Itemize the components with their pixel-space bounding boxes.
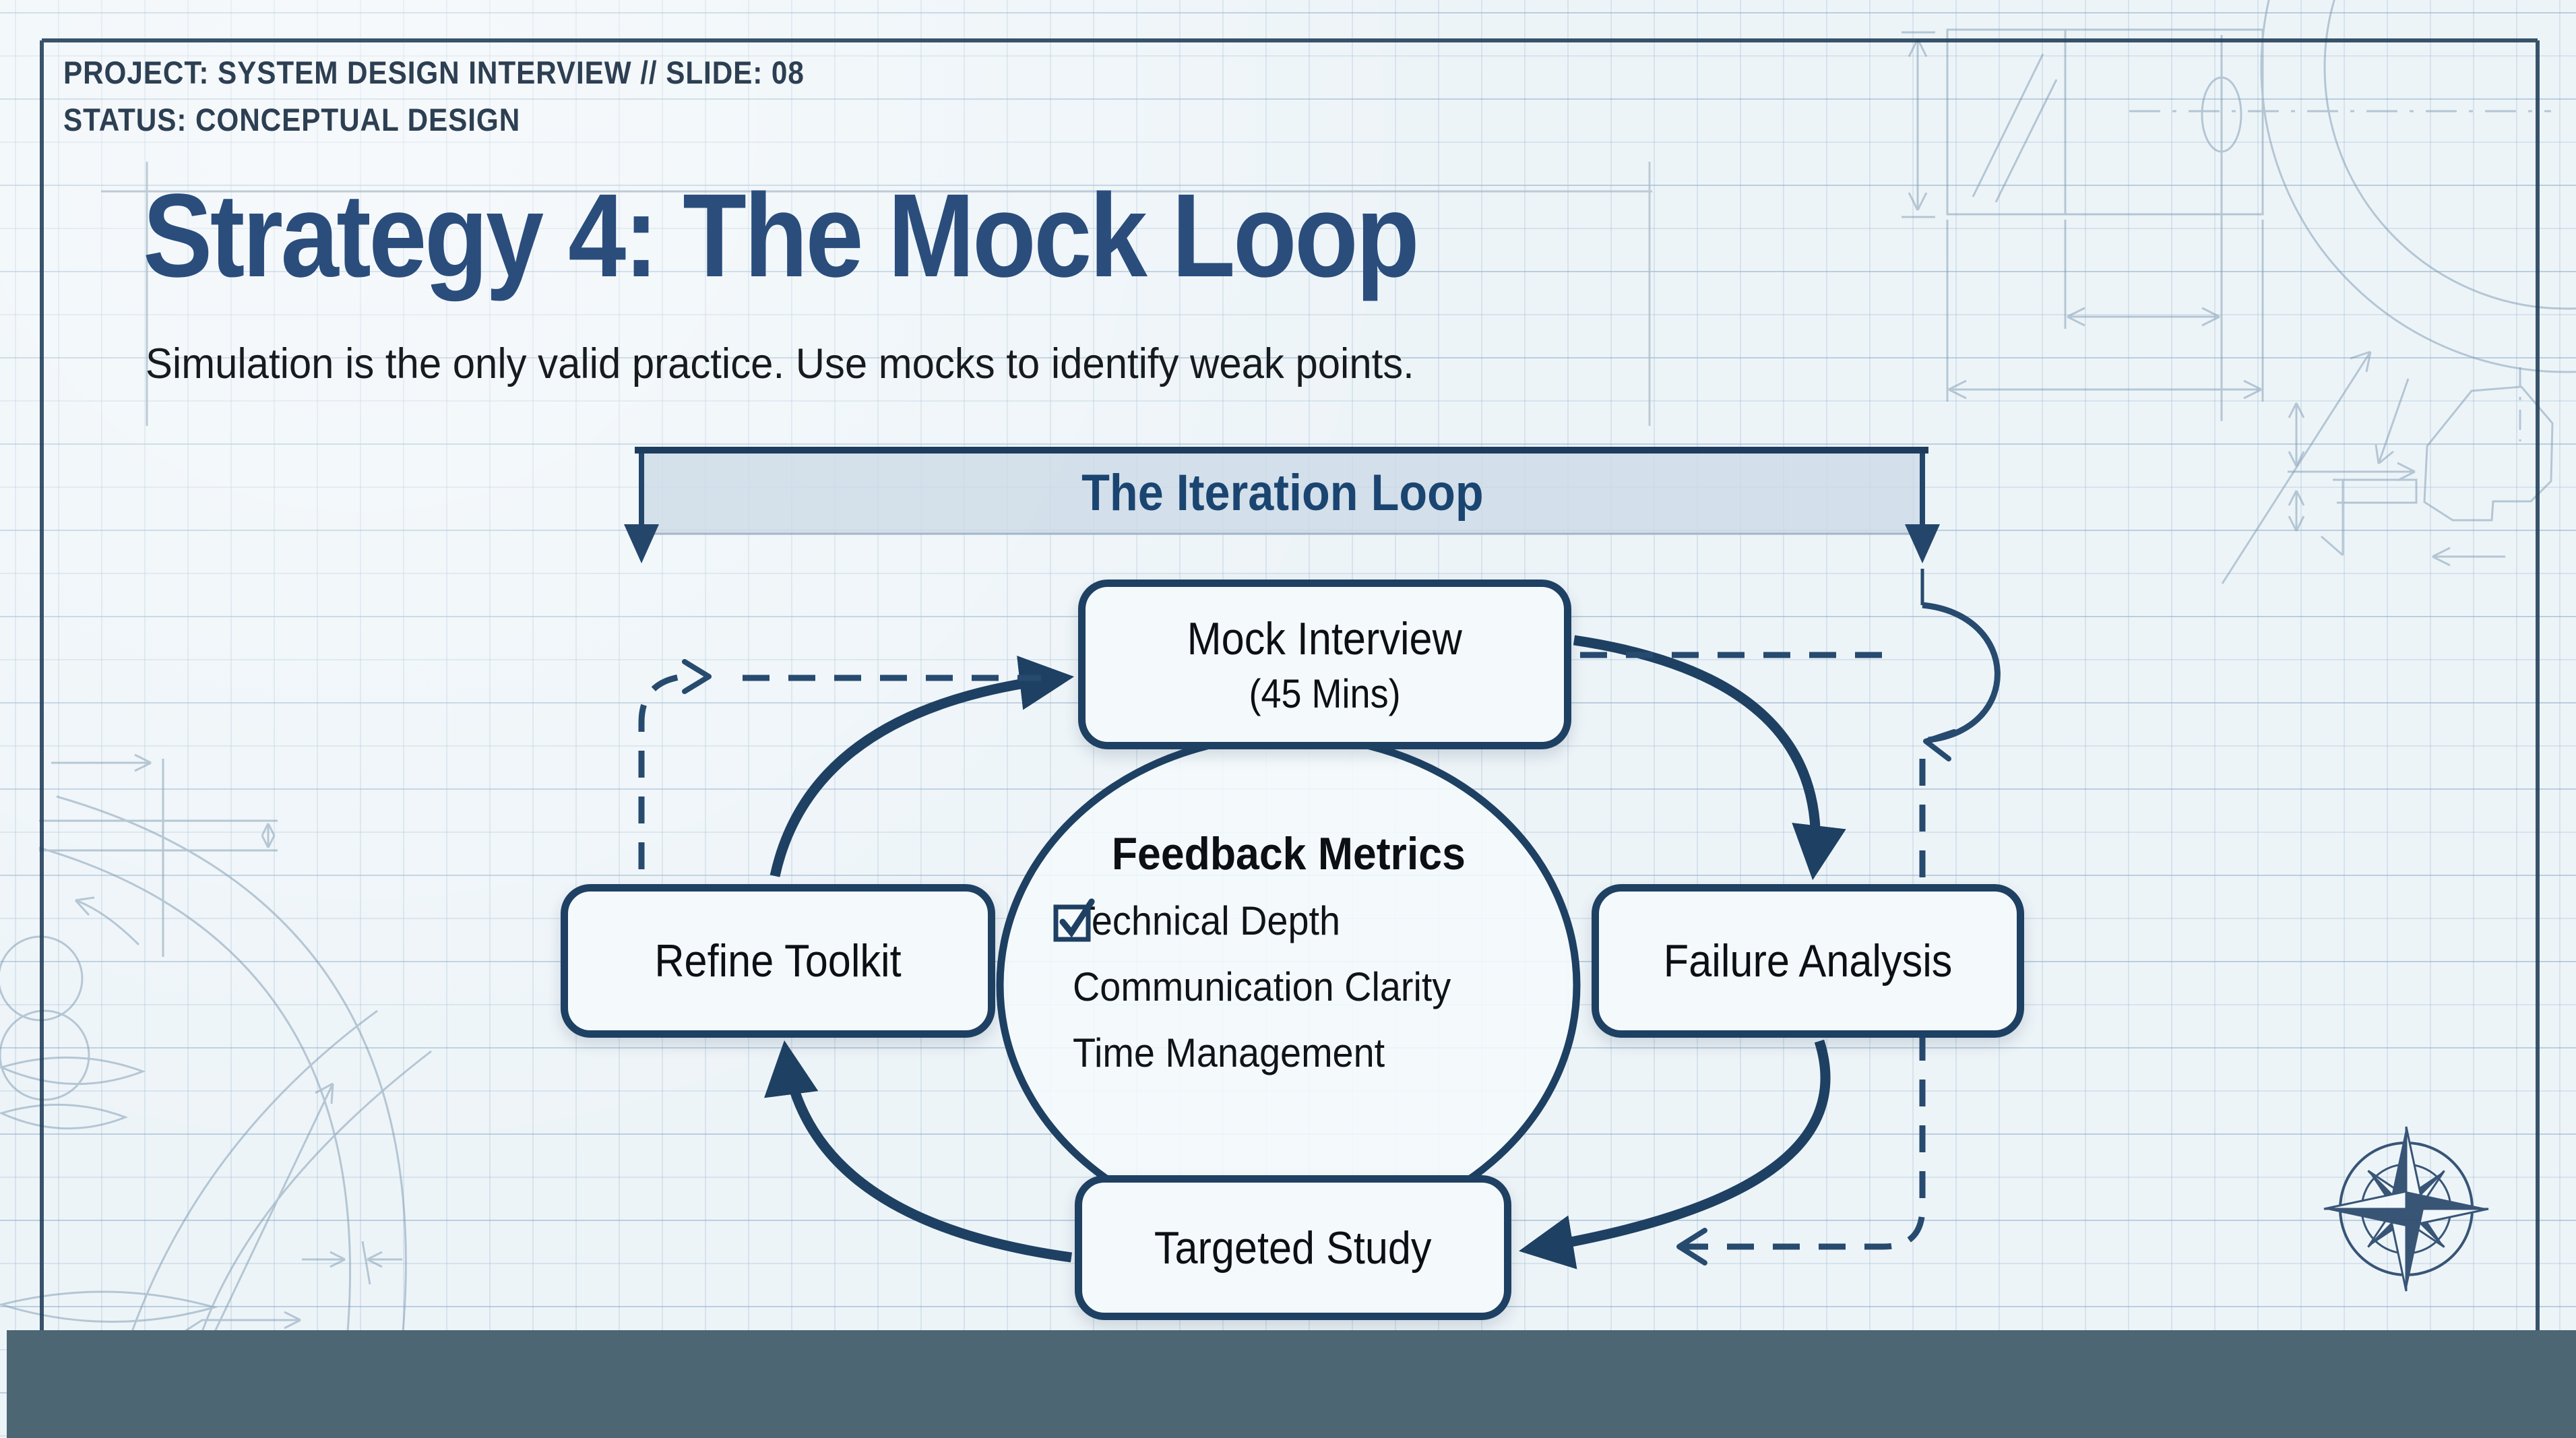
feedback-metrics-title: Feedback Metrics — [1111, 828, 1466, 879]
blueprint-sketch-left — [0, 753, 432, 1340]
checklist-item-label: Communication Clarity — [1073, 964, 1451, 1009]
page-subtitle: Simulation is the only valid practice. U… — [146, 340, 1414, 387]
page-title: Strategy 4: The Mock Loop — [143, 170, 1420, 302]
checklist-row: Technical Depth — [1053, 896, 1480, 945]
mock-interview-label: Mock Interview — [1187, 613, 1463, 664]
mock-interview-duration: (45 Mins) — [1249, 670, 1401, 716]
header-status-line: STATUS: CONCEPTUAL DESIGN — [63, 101, 571, 138]
targeted-study-label: Targeted Study — [1154, 1222, 1432, 1274]
feedback-checklist: Technical Depth Communication Clarity Ti… — [1053, 896, 1480, 1094]
checklist-item-label: Technical Depth — [1073, 898, 1341, 943]
blueprint-sketch-right — [2288, 367, 2554, 567]
refine-toolkit-label: Refine Toolkit — [654, 935, 902, 987]
failure-analysis-label: Failure Analysis — [1663, 935, 1953, 987]
checklist-row: Communication Clarity — [1053, 898, 1480, 1011]
down-arrow-icon — [1905, 524, 1940, 563]
iteration-loop-banner-shape — [624, 447, 1940, 563]
banner-label: The Iteration Loop — [1081, 464, 1484, 522]
node-failure-analysis: Failure Analysis — [1592, 884, 2024, 1038]
header-project-text: PROJECT: SYSTEM DESIGN INTERVIEW // SLID… — [63, 55, 805, 90]
down-arrow-icon — [624, 524, 659, 563]
node-targeted-study: Targeted Study — [1075, 1175, 1511, 1320]
blueprint-sketch-top-right — [1902, 0, 2576, 584]
iteration-loop-banner: The Iteration Loop — [640, 453, 1924, 532]
header-project-line: PROJECT: SYSTEM DESIGN INTERVIEW // SLID… — [63, 54, 887, 91]
slide-frame — [40, 38, 2540, 1330]
checkbox-checked-icon — [1053, 898, 1095, 942]
node-refine-toolkit: Refine Toolkit — [561, 884, 995, 1038]
node-mock-interview: Mock Interview (45 Mins) — [1078, 580, 1571, 749]
title-guide-lines — [101, 162, 1652, 426]
checklist-item-label: Time Management — [1073, 1030, 1385, 1075]
footer-bar — [7, 1330, 2576, 1438]
checklist-row: Time Management — [1053, 898, 1480, 1077]
header-status-text: STATUS: CONCEPTUAL DESIGN — [63, 102, 521, 137]
dashed-feedback-path — [638, 569, 2001, 1265]
compass-rose-icon — [2323, 1126, 2489, 1292]
